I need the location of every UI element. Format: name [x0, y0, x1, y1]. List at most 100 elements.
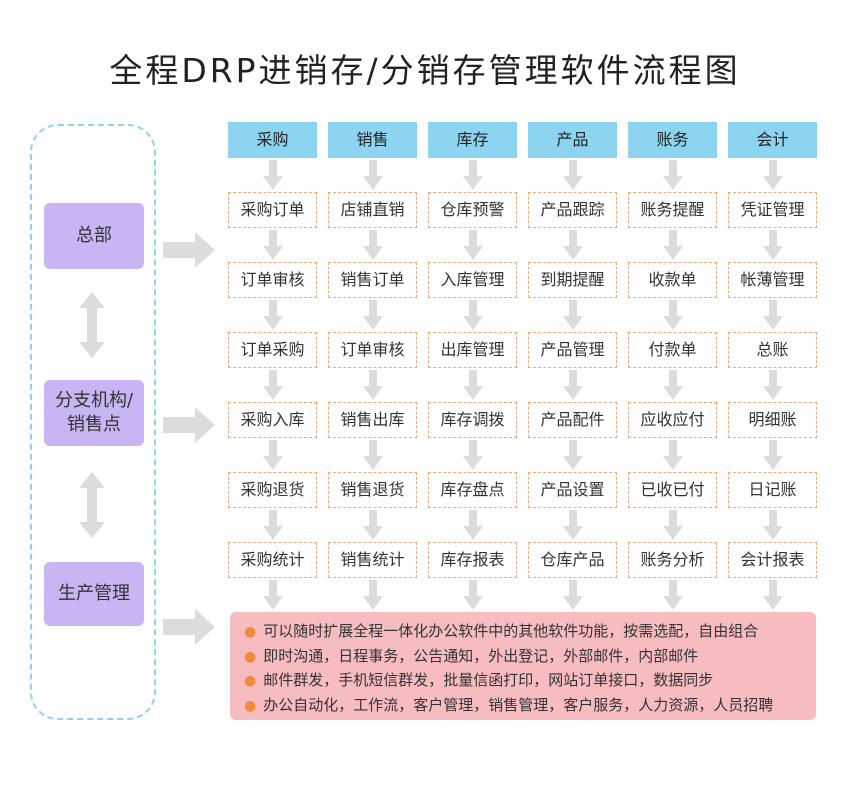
down-arrow-icon [362, 300, 383, 330]
column-header: 库存 [428, 122, 517, 158]
flow-step: 订单审核 [328, 332, 417, 368]
down-arrow-icon [662, 160, 683, 190]
org-panel [30, 124, 156, 720]
org-label: 生产管理 [58, 583, 130, 604]
down-arrow-icon [762, 230, 783, 260]
down-arrow-icon [562, 580, 583, 610]
flow-step: 库存调拨 [428, 402, 517, 438]
flow-step: 订单采购 [228, 332, 317, 368]
flow-step: 采购退货 [228, 472, 317, 508]
down-arrow-icon [762, 370, 783, 400]
notes-box: ●可以随时扩展全程一体化办公软件中的其他软件功能，按需选配，自由组合 ●即时沟通… [230, 612, 816, 720]
down-arrow-icon [762, 300, 783, 330]
flow-step: 采购统计 [228, 542, 317, 578]
flow-step: 凭证管理 [728, 192, 817, 228]
flow-step: 销售订单 [328, 262, 417, 298]
down-arrow-icon [462, 230, 483, 260]
right-arrow-icon [163, 407, 215, 443]
down-arrow-icon [762, 580, 783, 610]
org-label: 总部 [76, 225, 112, 246]
flow-step: 出库管理 [428, 332, 517, 368]
down-arrow-icon [762, 160, 783, 190]
down-arrow-icon [562, 300, 583, 330]
down-arrow-icon [462, 370, 483, 400]
down-arrow-icon [662, 370, 683, 400]
down-arrow-icon [462, 510, 483, 540]
down-arrow-icon [262, 370, 283, 400]
down-arrow-icon [362, 370, 383, 400]
flow-step: 仓库预警 [428, 192, 517, 228]
org-label: 分支机构/ 销售点 [54, 390, 134, 435]
down-arrow-icon [362, 440, 383, 470]
down-arrow-icon [562, 230, 583, 260]
flow-step: 已收已付 [628, 472, 717, 508]
flow-step: 店铺直销 [328, 192, 417, 228]
flow-step: 收款单 [628, 262, 717, 298]
double-vertical-arrow-icon [79, 292, 105, 358]
down-arrow-icon [262, 300, 283, 330]
flow-step: 仓库产品 [528, 542, 617, 578]
down-arrow-icon [662, 580, 683, 610]
org-production: 生产管理 [44, 562, 144, 626]
down-arrow-icon [362, 230, 383, 260]
flow-step: 到期提醒 [528, 262, 617, 298]
bullet-icon: ● [244, 697, 257, 714]
down-arrow-icon [562, 160, 583, 190]
down-arrow-icon [562, 370, 583, 400]
double-vertical-arrow-icon [79, 472, 105, 538]
down-arrow-icon [262, 580, 283, 610]
flow-step: 付款单 [628, 332, 717, 368]
right-arrow-icon [163, 232, 215, 268]
org-headquarters: 总部 [44, 203, 144, 269]
flow-step: 采购入库 [228, 402, 317, 438]
flow-step: 库存盘点 [428, 472, 517, 508]
column-header: 销售 [328, 122, 417, 158]
flow-step: 销售退货 [328, 472, 417, 508]
down-arrow-icon [662, 510, 683, 540]
note-item: ●即时沟通，日程事务，公告通知，外出登记，外部邮件，内部邮件 [244, 646, 699, 665]
bullet-icon: ● [244, 673, 257, 689]
down-arrow-icon [462, 300, 483, 330]
flow-step: 产品管理 [528, 332, 617, 368]
flow-step: 帐薄管理 [728, 262, 817, 298]
flow-step: 库存报表 [428, 542, 517, 578]
page-title: 全程DRP进销存/分销存管理软件流程图 [109, 51, 741, 90]
flow-step: 订单审核 [228, 262, 317, 298]
bullet-icon: ● [244, 648, 257, 665]
column-header: 会计 [728, 122, 817, 158]
down-arrow-icon [462, 160, 483, 190]
bullet-icon: ● [244, 624, 257, 640]
flow-step: 产品跟踪 [528, 192, 617, 228]
right-arrow-icon [163, 609, 215, 645]
down-arrow-icon [662, 440, 683, 470]
down-arrow-icon [562, 510, 583, 540]
down-arrow-icon [262, 510, 283, 540]
flow-step: 日记账 [728, 472, 817, 508]
down-arrow-icon [762, 440, 783, 470]
down-arrow-icon [262, 230, 283, 260]
down-arrow-icon [762, 510, 783, 540]
down-arrow-icon [662, 230, 683, 260]
note-item: ●可以随时扩展全程一体化办公软件中的其他软件功能，按需选配，自由组合 [244, 622, 759, 640]
flow-step: 入库管理 [428, 262, 517, 298]
flow-step: 产品设置 [528, 472, 617, 508]
flow-step: 采购订单 [228, 192, 317, 228]
down-arrow-icon [362, 580, 383, 610]
down-arrow-icon [262, 160, 283, 190]
column-header: 采购 [228, 122, 317, 158]
flow-step: 销售统计 [328, 542, 417, 578]
down-arrow-icon [662, 300, 683, 330]
flow-step: 明细账 [728, 402, 817, 438]
flow-step: 会计报表 [728, 542, 817, 578]
flow-step: 总账 [728, 332, 817, 368]
flow-step: 账务分析 [628, 542, 717, 578]
note-item: ●办公自动化，工作流，客户管理，销售管理，客户服务，人力资源，人员招聘 [244, 695, 774, 714]
flow-step: 应收应付 [628, 402, 717, 438]
flow-step: 账务提醒 [628, 192, 717, 228]
column-header: 产品 [528, 122, 617, 158]
down-arrow-icon [262, 440, 283, 470]
down-arrow-icon [462, 580, 483, 610]
down-arrow-icon [462, 440, 483, 470]
note-item: ●邮件群发，手机短信群发，批量信函打印，网站订单接口，数据同步 [244, 671, 714, 689]
down-arrow-icon [362, 510, 383, 540]
